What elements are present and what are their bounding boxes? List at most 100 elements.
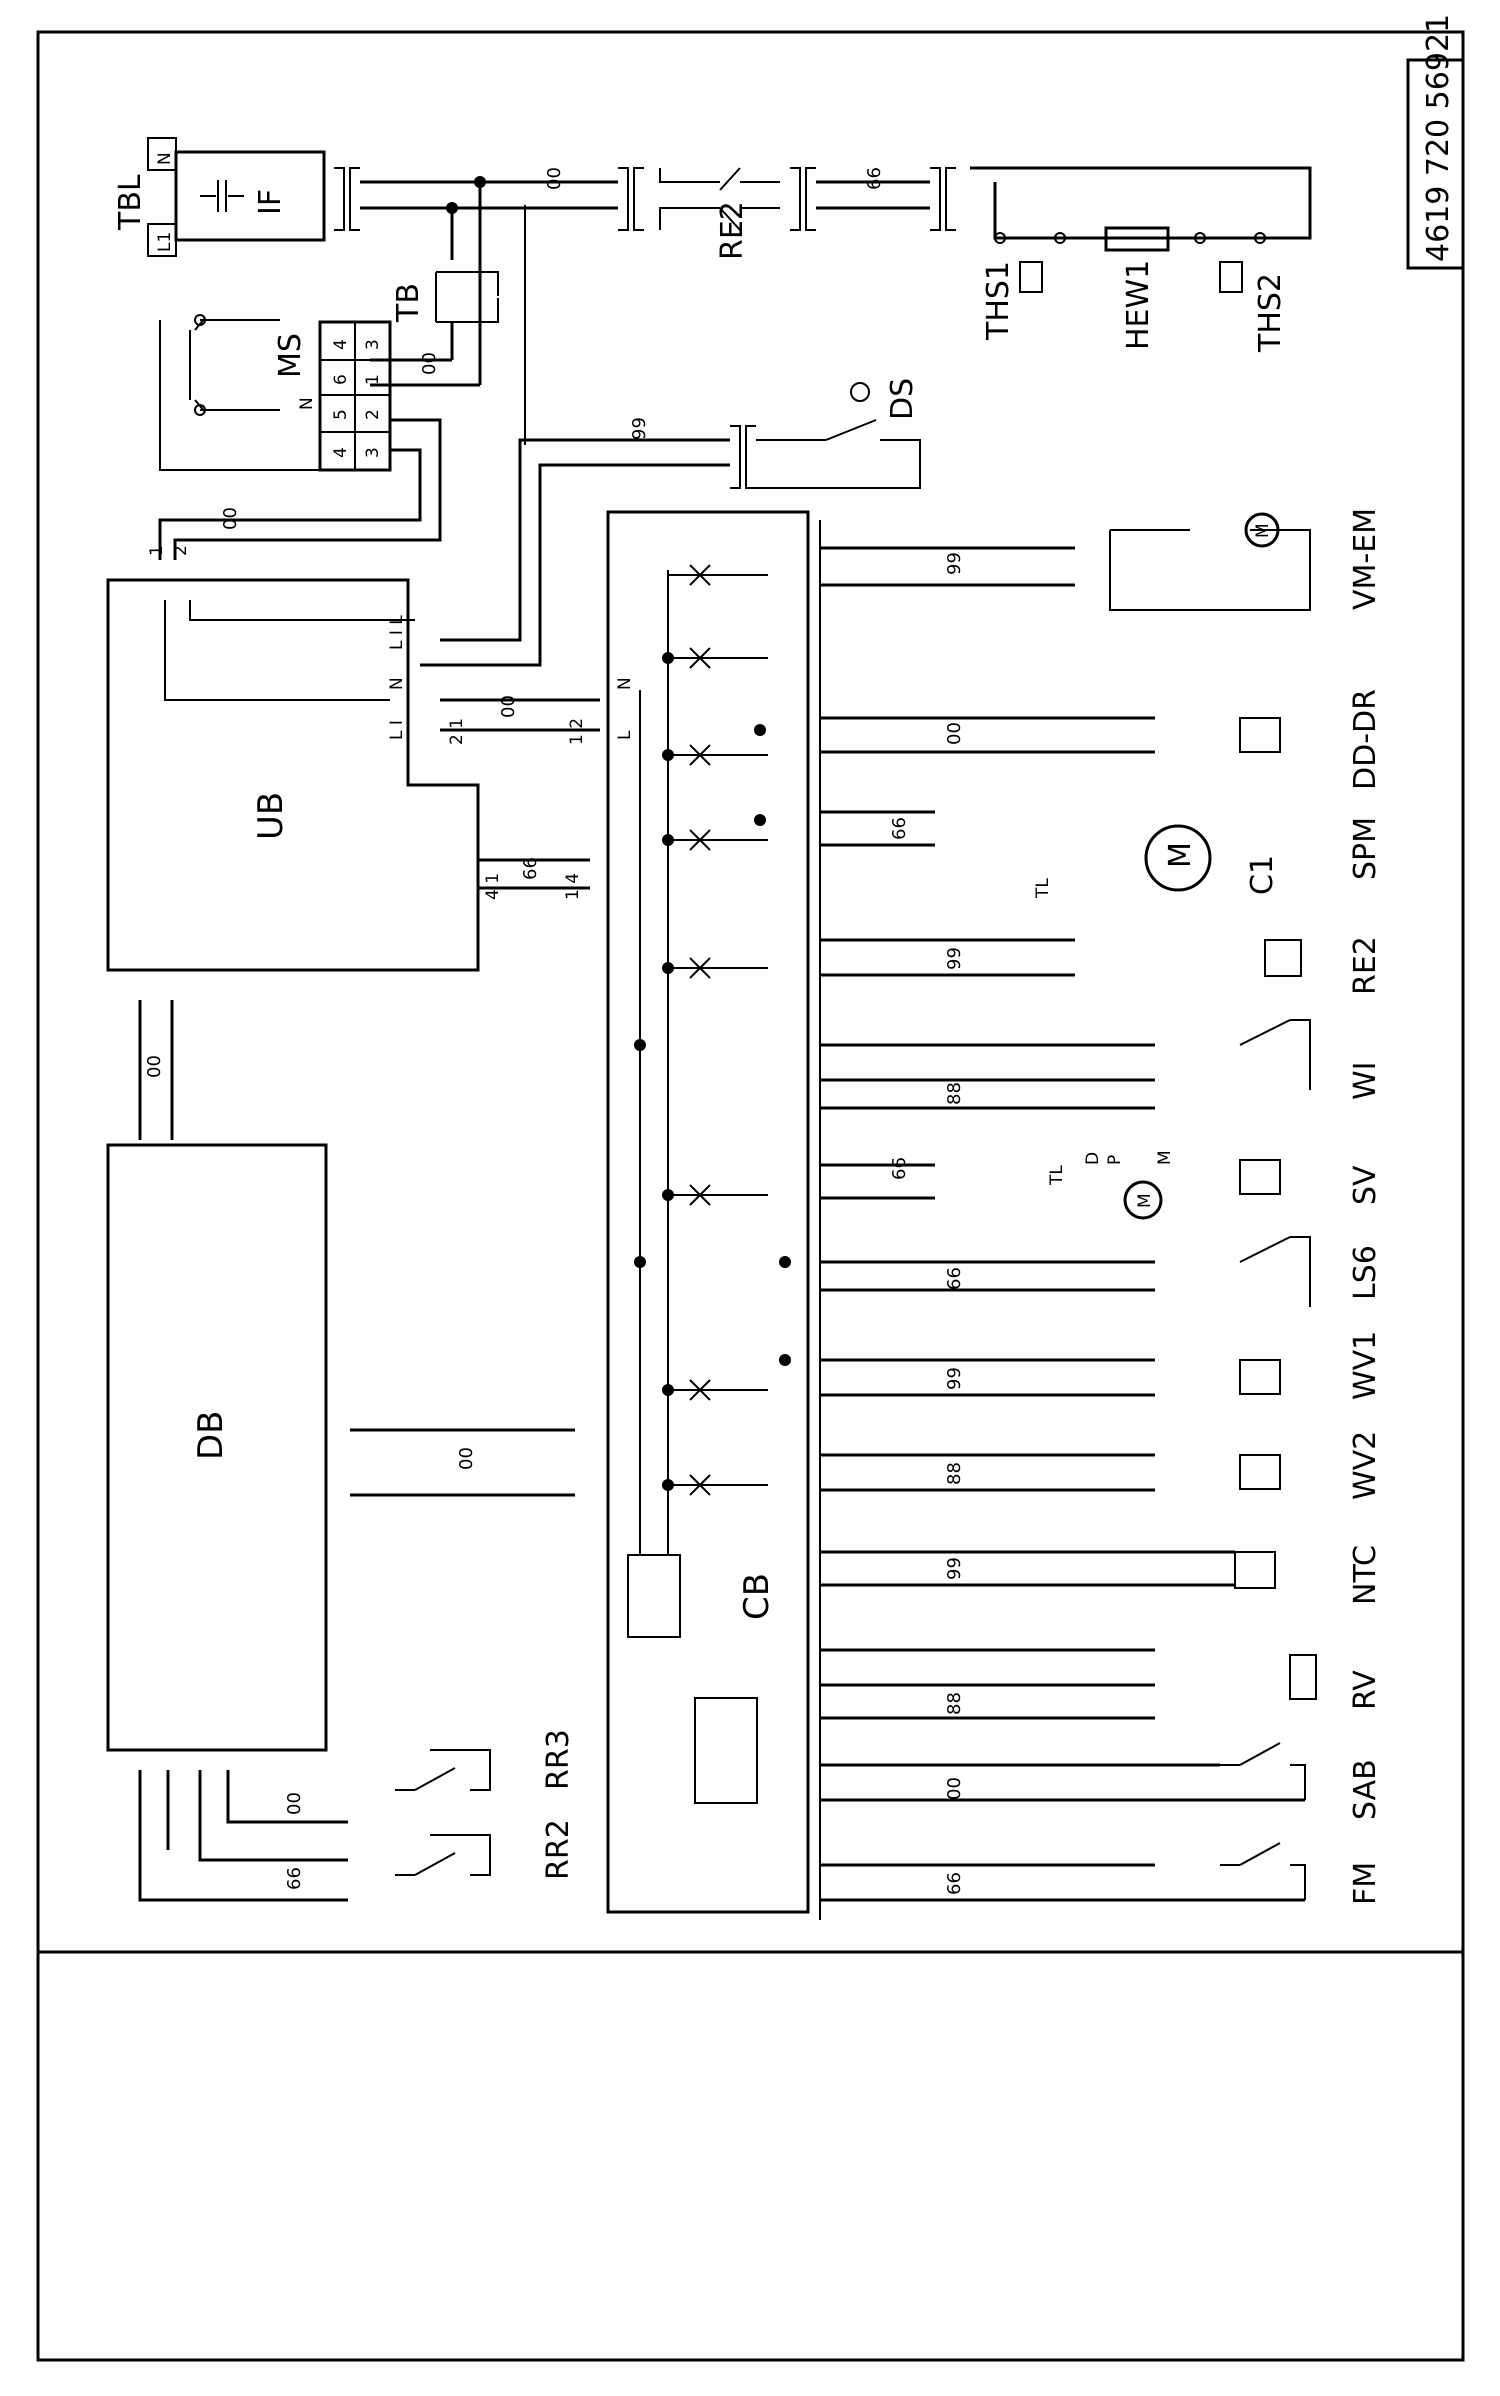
ntc-wire: 99 <box>944 1557 965 1580</box>
rr3-switch <box>395 1749 491 1791</box>
cb-n-label: N <box>615 677 635 690</box>
ms-pin-6: 6 <box>331 374 351 385</box>
fm-label: FM <box>1348 1862 1383 1905</box>
wire-label-ub-cb: 00 <box>498 695 519 718</box>
ub-66-pin-14: 1 4 <box>563 873 583 900</box>
rr3-label: RR3 <box>541 1729 576 1790</box>
ms-pin-5: 5 <box>331 409 351 420</box>
ms-pin-2: 2 <box>363 409 383 420</box>
load-row-re2: 99 RE2 <box>820 936 1383 995</box>
ub-in-pin-2: 2 <box>171 545 191 556</box>
ths2-sensor <box>1219 261 1243 293</box>
sv-label: SV <box>1348 1165 1383 1205</box>
load-row-spm: 66 M TL C1 SPM <box>820 810 1383 899</box>
hew1-element <box>1104 226 1170 252</box>
ms-pin-3a: 3 <box>363 339 383 350</box>
if-label: IF <box>253 189 288 215</box>
wire-rr3 <box>198 1770 348 1862</box>
rr2-switch <box>395 1834 491 1876</box>
wi-wire: 88 <box>944 1082 965 1105</box>
sv-tl: TL <box>1047 1165 1067 1186</box>
ms-label: MS <box>273 333 308 378</box>
load-row-sv: 66 M TL D P M SV <box>820 1150 1383 1220</box>
sv-d: D <box>1083 1152 1103 1165</box>
cb-power-supply <box>627 1554 681 1638</box>
hew1-label: HEW1 <box>1121 260 1156 350</box>
if-box <box>174 150 326 242</box>
terminal-n-label: N <box>155 152 175 165</box>
ds-switch <box>756 419 921 489</box>
ub-internal-wire-2 <box>164 600 390 701</box>
ms-contact-a <box>194 314 206 326</box>
re2-wire: 99 <box>944 947 965 970</box>
cb-l-label: L <box>615 730 635 740</box>
re2-contacts <box>659 167 780 231</box>
svg-text:M: M <box>1163 842 1198 868</box>
wi-label: WI <box>1348 1061 1383 1100</box>
wv2-wire: 88 <box>944 1462 965 1485</box>
cb-junctions <box>634 652 791 1491</box>
wire-ds-main <box>420 438 730 667</box>
connector-re2-in <box>618 167 644 231</box>
rr2-label: RR2 <box>541 1819 576 1880</box>
db-board <box>106 1143 328 1752</box>
dd-dr-label: DD-DR <box>1348 689 1383 790</box>
load-row-ntc: 99 NTC <box>820 1545 1383 1605</box>
wv1-wire: 99 <box>944 1367 965 1390</box>
ms-pin-n: N <box>297 397 317 410</box>
ths1-node-a <box>994 232 1006 244</box>
ms-pin-4a: 4 <box>331 339 351 350</box>
ub-cb-pin-12: 1 2 <box>567 718 587 745</box>
tbl-label: TBL <box>113 174 148 231</box>
ub-cb-pin-21: 2 1 <box>447 718 467 745</box>
sv-wire: 66 <box>889 1157 910 1180</box>
ub-pins: L I L <box>387 615 407 650</box>
spm-label: SPM <box>1348 817 1383 880</box>
ms-pin-1: 1 <box>363 374 383 385</box>
load-row-wv2: 88 WV2 <box>820 1431 1383 1500</box>
vm-em-label: VM-EM <box>1348 508 1383 610</box>
wire-ds <box>524 205 526 445</box>
wire-label-if-re2: 00 <box>544 167 565 190</box>
db-label: DB <box>191 1410 231 1460</box>
tb-connector <box>435 271 499 323</box>
sv-m: M <box>1155 1150 1175 1165</box>
re2-top-label: RE2 <box>715 201 750 260</box>
ths2-node-b <box>1254 232 1266 244</box>
cb-triacs <box>668 564 768 1496</box>
load-row-dd-dr: 00 DD-DR <box>820 689 1383 790</box>
wire-label-ub-db: 00 <box>144 1055 165 1078</box>
tb-label: TB <box>391 283 426 323</box>
re2-label: RE2 <box>1348 936 1383 995</box>
wire-label-ms: 00 <box>419 352 440 375</box>
ths2-node-a <box>1194 232 1206 244</box>
load-row-wi: 88 WI <box>820 1019 1383 1110</box>
sv-p: P <box>1105 1155 1125 1165</box>
load-row-ls6: 66 LS6 <box>820 1236 1383 1307</box>
spm-c1: C1 <box>1245 855 1280 895</box>
wire-label-db-cb: 00 <box>456 1447 477 1470</box>
spm-wire: 66 <box>889 817 910 840</box>
sab-label: SAB <box>1348 1759 1383 1820</box>
wire-ms-ub <box>158 418 442 560</box>
load-row-sab: 00 SAB <box>820 1742 1383 1820</box>
ub-66-pin-41: 4 1 <box>483 873 503 900</box>
if-capacitor <box>200 180 244 212</box>
spm-tl: TL <box>1033 878 1053 899</box>
ms-contact-b <box>194 404 206 416</box>
wire-label-ub-66: 66 <box>520 857 541 880</box>
wire-label-ds: 99 <box>629 417 650 440</box>
wire-label-rr3: 00 <box>284 1792 305 1815</box>
cb-label: CB <box>737 1573 777 1620</box>
outer-frame <box>36 30 1465 2362</box>
ths1-label: THS1 <box>981 261 1016 341</box>
wire-label-ub-left: 00 <box>220 507 241 530</box>
rv-wire: 88 <box>944 1692 965 1715</box>
ub-label: UB <box>251 792 291 840</box>
terminal-l1-label: L1 <box>155 232 175 252</box>
ths1-sensor <box>1019 261 1043 293</box>
ub-board <box>106 578 480 972</box>
rv-label: RV <box>1348 1670 1383 1710</box>
ths1-node-b <box>1054 232 1066 244</box>
